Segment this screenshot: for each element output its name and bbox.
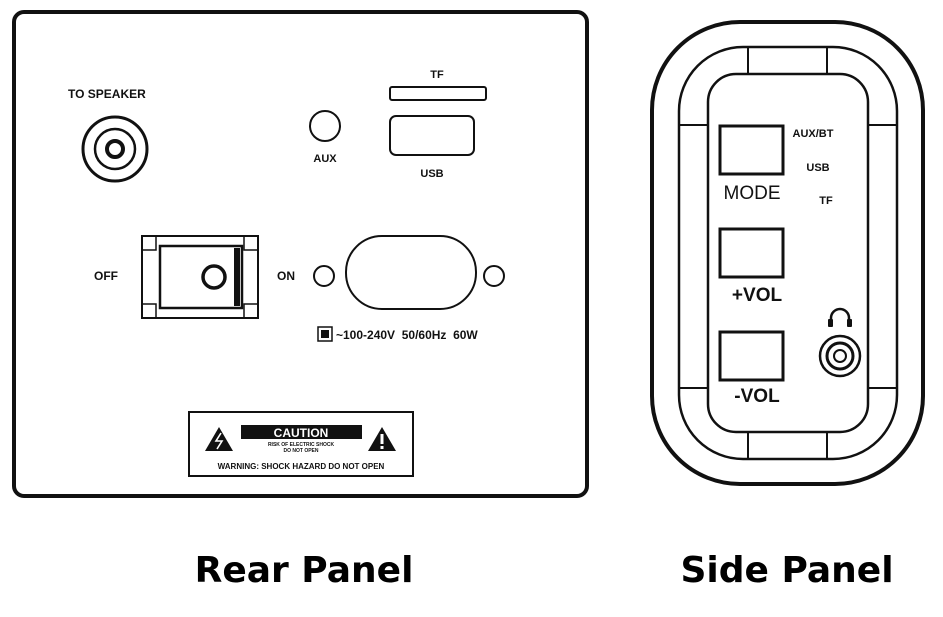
vol-down-label: -VOL — [734, 386, 780, 407]
mode-option-auxbt: AUX/BT — [793, 128, 834, 140]
power-inlet-icon — [317, 326, 333, 342]
headphone-jack[interactable] — [818, 334, 862, 378]
inlet-screw-left — [313, 265, 335, 287]
caution-label: CAUTION RISK OF ELECTRIC SHOCK DO NOT OP… — [188, 411, 414, 477]
aux-label: AUX — [313, 153, 337, 165]
to-speaker-label: TO SPEAKER — [68, 87, 146, 101]
mode-option-usb: USB — [806, 162, 829, 174]
rear-panel: TO SPEAKER AUX TF USB OFF ON — [12, 10, 589, 498]
headphone-icon — [828, 307, 852, 327]
rear-panel-caption: Rear Panel — [195, 550, 414, 591]
caution-title: CAUTION — [274, 426, 329, 440]
tf-label: TF — [430, 69, 444, 81]
side-panel-caption: Side Panel — [680, 550, 893, 591]
off-label: OFF — [94, 269, 118, 283]
usb-port[interactable] — [389, 115, 475, 156]
vol-down-button[interactable] — [718, 330, 785, 382]
usb-label: USB — [420, 168, 443, 180]
exclamation-warning-icon — [368, 427, 396, 451]
power-switch[interactable] — [141, 235, 259, 319]
caution-sub1: RISK OF ELECTRIC SHOCK — [268, 442, 335, 448]
tf-slot[interactable] — [389, 86, 487, 101]
mode-label: MODE — [724, 183, 781, 204]
mode-option-tf: TF — [819, 195, 833, 207]
speaker-jack-icon — [81, 115, 149, 183]
lightning-warning-icon — [205, 427, 233, 451]
on-label: ON — [277, 269, 295, 283]
warning-text: WARNING: SHOCK HAZARD DO NOT OPEN — [218, 462, 385, 471]
caution-sub2: DO NOT OPEN — [283, 448, 318, 454]
inlet-screw-right — [483, 265, 505, 287]
side-panel: MODE AUX/BT USB TF +VOL -VOL — [650, 20, 925, 486]
power-rating-label: ~100-240V 50/60Hz 60W — [336, 328, 478, 342]
aux-port[interactable] — [309, 110, 341, 142]
vol-up-label: +VOL — [732, 285, 783, 306]
vol-up-button[interactable] — [718, 227, 785, 279]
power-inlet[interactable] — [345, 235, 477, 310]
mode-button[interactable] — [718, 124, 785, 176]
